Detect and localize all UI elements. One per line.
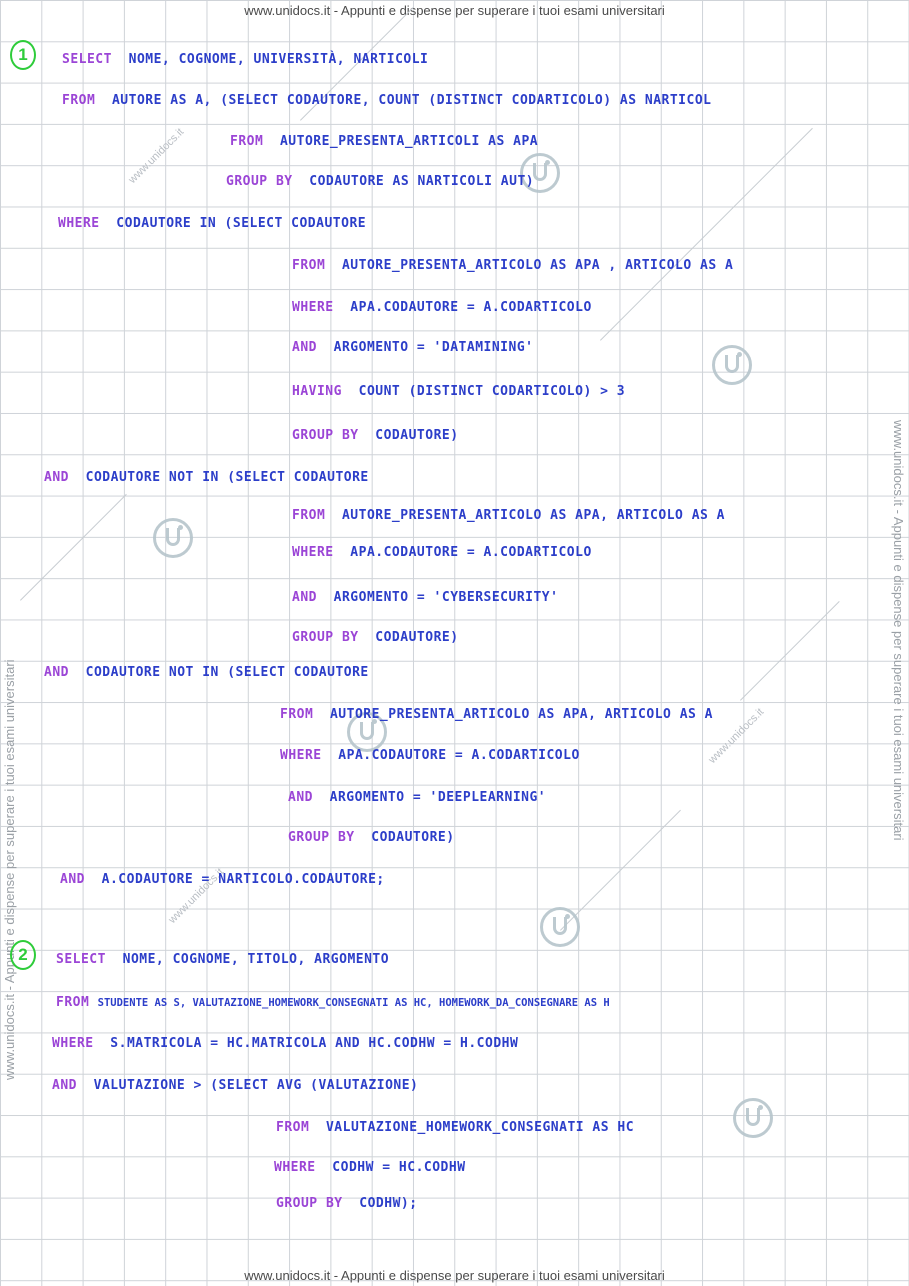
- watermark-banner-right: www.unidocs.it - Appunti e dispense per …: [891, 420, 906, 841]
- watermark-logo-icon: [153, 518, 193, 558]
- watermark-stroke: [600, 127, 813, 341]
- watermark-banner-top: www.unidocs.it - Appunti e dispense per …: [244, 3, 665, 18]
- watermark-banner-left: www.unidocs.it - Appunti e dispense per …: [2, 659, 17, 1080]
- code-line: GROUP BY CODAUTORE AS NARTICOLI AUT): [226, 174, 535, 189]
- code-line: WHERE S.MATRICOLA = HC.MATRICOLA AND HC.…: [52, 1036, 519, 1051]
- code-line: WHERE APA.CODAUTORE = A.CODARTICOLO: [280, 748, 580, 763]
- code-line: GROUP BY CODAUTORE): [288, 830, 455, 845]
- code-line: FROM VALUTAZIONE_HOMEWORK_CONSEGNATI AS …: [276, 1120, 635, 1135]
- code-line: WHERE CODHW = HC.CODHW: [274, 1160, 466, 1175]
- code-line: AND CODAUTORE NOT IN (SELECT CODAUTORE: [44, 470, 369, 485]
- exercise-number-1: 1: [10, 40, 36, 70]
- code-line: WHERE APA.CODAUTORE = A.CODARTICOLO: [292, 300, 592, 315]
- code-line: FROM AUTORE_PRESENTA_ARTICOLI AS APA: [230, 134, 539, 149]
- code-line: HAVING COUNT (DISTINCT CODARTICOLO) > 3: [292, 384, 626, 399]
- code-line: WHERE CODAUTORE IN (SELECT CODAUTORE: [58, 216, 367, 231]
- code-line: AND ARGOMENTO = 'CYBERSECURITY': [292, 590, 559, 605]
- code-line: AND VALUTAZIONE > (SELECT AVG (VALUTAZIO…: [52, 1078, 419, 1093]
- watermark-banner-bottom: www.unidocs.it - Appunti e dispense per …: [244, 1268, 665, 1283]
- code-line: FROM AUTORE_PRESENTA_ARTICOLO AS APA , A…: [292, 258, 734, 273]
- code-line: WHERE APA.CODAUTORE = A.CODARTICOLO: [292, 545, 592, 560]
- watermark-logo-icon: [520, 153, 560, 193]
- watermark-text: www.unidocs.it: [126, 126, 187, 186]
- watermark-text: www.unidocs.it: [706, 706, 767, 766]
- watermark-stroke: [740, 601, 840, 701]
- watermark-logo-icon: [347, 712, 387, 752]
- code-line: FROM AUTORE_PRESENTA_ARTICOLO AS APA, AR…: [280, 707, 713, 722]
- code-line: SELECT NOME, COGNOME, UNIVERSITÀ, NARTIC…: [62, 52, 429, 67]
- code-line: FROM AUTORE_PRESENTA_ARTICOLO AS APA, AR…: [292, 508, 725, 523]
- code-line: GROUP BY CODAUTORE): [292, 630, 459, 645]
- code-line: AND CODAUTORE NOT IN (SELECT CODAUTORE: [44, 665, 369, 680]
- code-line: SELECT NOME, COGNOME, TITOLO, ARGOMENTO: [56, 952, 390, 967]
- watermark-logo-icon: [712, 345, 752, 385]
- watermark-stroke: [20, 493, 127, 601]
- code-line: AND A.CODAUTORE = NARTICOLO.CODAUTORE;: [60, 872, 385, 887]
- code-line: AND ARGOMENTO = 'DEEPLEARNING': [288, 790, 547, 805]
- code-line: FROM AUTORE AS A, (SELECT CODAUTORE, COU…: [62, 93, 712, 108]
- watermark-logo-icon: [733, 1098, 773, 1138]
- code-line: AND ARGOMENTO = 'DATAMINING': [292, 340, 534, 355]
- watermark-stroke: [560, 809, 681, 931]
- code-line: GROUP BY CODHW);: [276, 1196, 418, 1211]
- exercise-number-2: 2: [10, 940, 36, 970]
- watermark-logo-icon: [540, 907, 580, 947]
- code-line: FROM STUDENTE AS S, VALUTAZIONE_HOMEWORK…: [56, 995, 610, 1010]
- code-line: GROUP BY CODAUTORE): [292, 428, 459, 443]
